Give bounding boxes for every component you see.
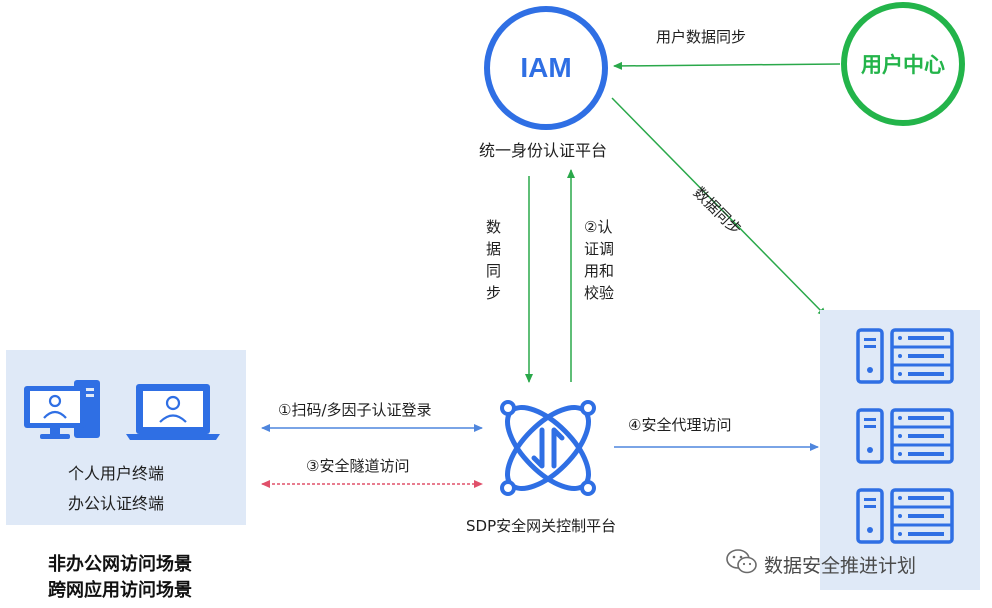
- server-icon: [856, 488, 956, 544]
- client-terminal-panel: 个人用户终端 办公认证终端: [6, 350, 246, 525]
- server-icon: [856, 408, 956, 464]
- edge-label-scan-login: ①扫码/多因子认证登录: [278, 401, 432, 419]
- arrow-user-center-to-iam: [613, 61, 841, 70]
- server-panel: [820, 310, 980, 590]
- wechat-icon: [726, 548, 758, 576]
- edge-label-proxy-access: ④安全代理访问: [628, 416, 732, 434]
- sdp-caption: SDP安全网关控制平台: [466, 517, 617, 535]
- iam-node: IAM: [484, 6, 608, 130]
- server-icon: [856, 328, 956, 384]
- sdp-gateway-icon: [488, 392, 608, 504]
- iam-label: IAM: [520, 52, 572, 83]
- edge-label-data-sync-vertical: 数 据 同 步: [486, 218, 502, 302]
- user-center-node: 用户中心: [841, 2, 965, 126]
- client-label-personal: 个人用户终端: [68, 464, 165, 483]
- laptop-icon: [126, 382, 220, 442]
- user-center-label: 用户中心: [861, 53, 945, 77]
- client-label-office: 办公认证终端: [68, 494, 165, 513]
- desktop-computer-icon: [22, 380, 108, 442]
- edge-label-tunnel-access: ③安全隧道访问: [306, 457, 410, 475]
- scenario-title-cross-network: 跨网应用访问场景: [48, 580, 192, 601]
- arrow-iam-to-servers: [611, 97, 827, 317]
- watermark-text: 数据安全推进计划: [764, 555, 917, 577]
- edge-label-user-data-sync: 用户数据同步: [656, 28, 747, 46]
- iam-caption: 统一身份认证平台: [479, 141, 608, 160]
- edge-label-auth-call: ②认 证调 用和 校验: [584, 218, 615, 302]
- scenario-title-non-office: 非办公网访问场景: [48, 554, 192, 575]
